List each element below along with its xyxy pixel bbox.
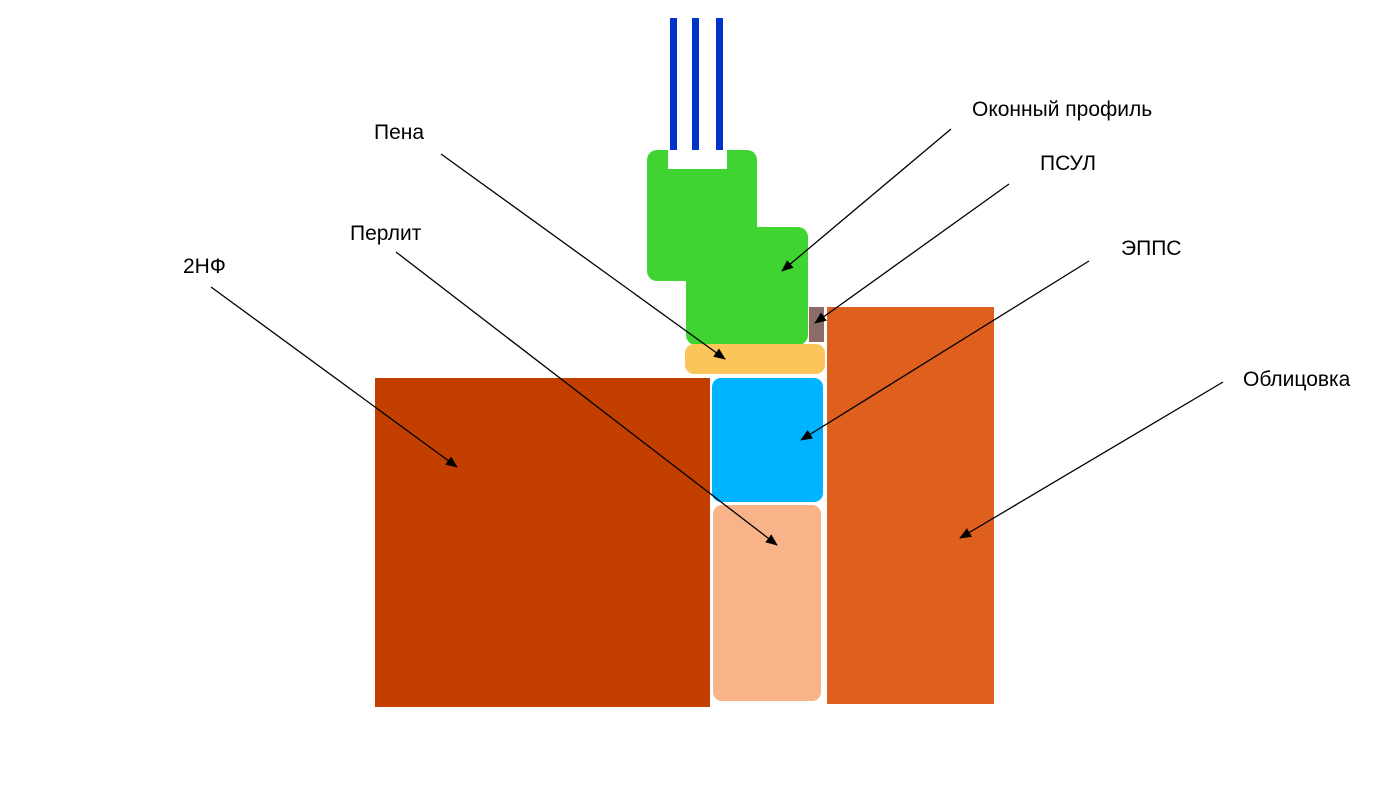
window-profile-lower xyxy=(686,227,808,345)
label-eps: ЭППС xyxy=(1121,237,1181,260)
eps-block xyxy=(712,378,823,502)
perlite-block xyxy=(713,505,821,701)
cladding-wall xyxy=(827,307,994,704)
leader-brick-2nf xyxy=(210,286,458,468)
label-perlite: Перлит xyxy=(350,222,422,245)
label-foam: Пена xyxy=(374,121,424,144)
leader-foam xyxy=(440,153,726,360)
glazing-line xyxy=(692,18,699,170)
leader-cladding xyxy=(959,381,1224,539)
label-brick-2nf: 2НФ xyxy=(183,255,226,278)
window-profile-notch xyxy=(668,150,727,169)
labels: Оконный профиль Пена ПСУЛ Перлит ЭППС 2Н… xyxy=(183,98,1351,391)
glazing-line xyxy=(670,18,677,170)
leader-eps xyxy=(800,260,1090,441)
window-profile xyxy=(647,150,808,345)
leader-psul xyxy=(814,183,1010,324)
brick-2nf-wall xyxy=(375,378,710,707)
foam-layer xyxy=(685,344,825,374)
label-cladding: Облицовка xyxy=(1243,368,1351,391)
psul-tape xyxy=(809,307,824,342)
glazing-lines xyxy=(670,18,723,170)
leader-window-profile xyxy=(781,128,952,272)
label-window-profile: Оконный профиль xyxy=(972,98,1152,121)
leader-lines xyxy=(210,128,1224,546)
glazing-line xyxy=(716,18,723,170)
leader-perlite xyxy=(395,251,778,546)
label-psul: ПСУЛ xyxy=(1040,152,1096,175)
